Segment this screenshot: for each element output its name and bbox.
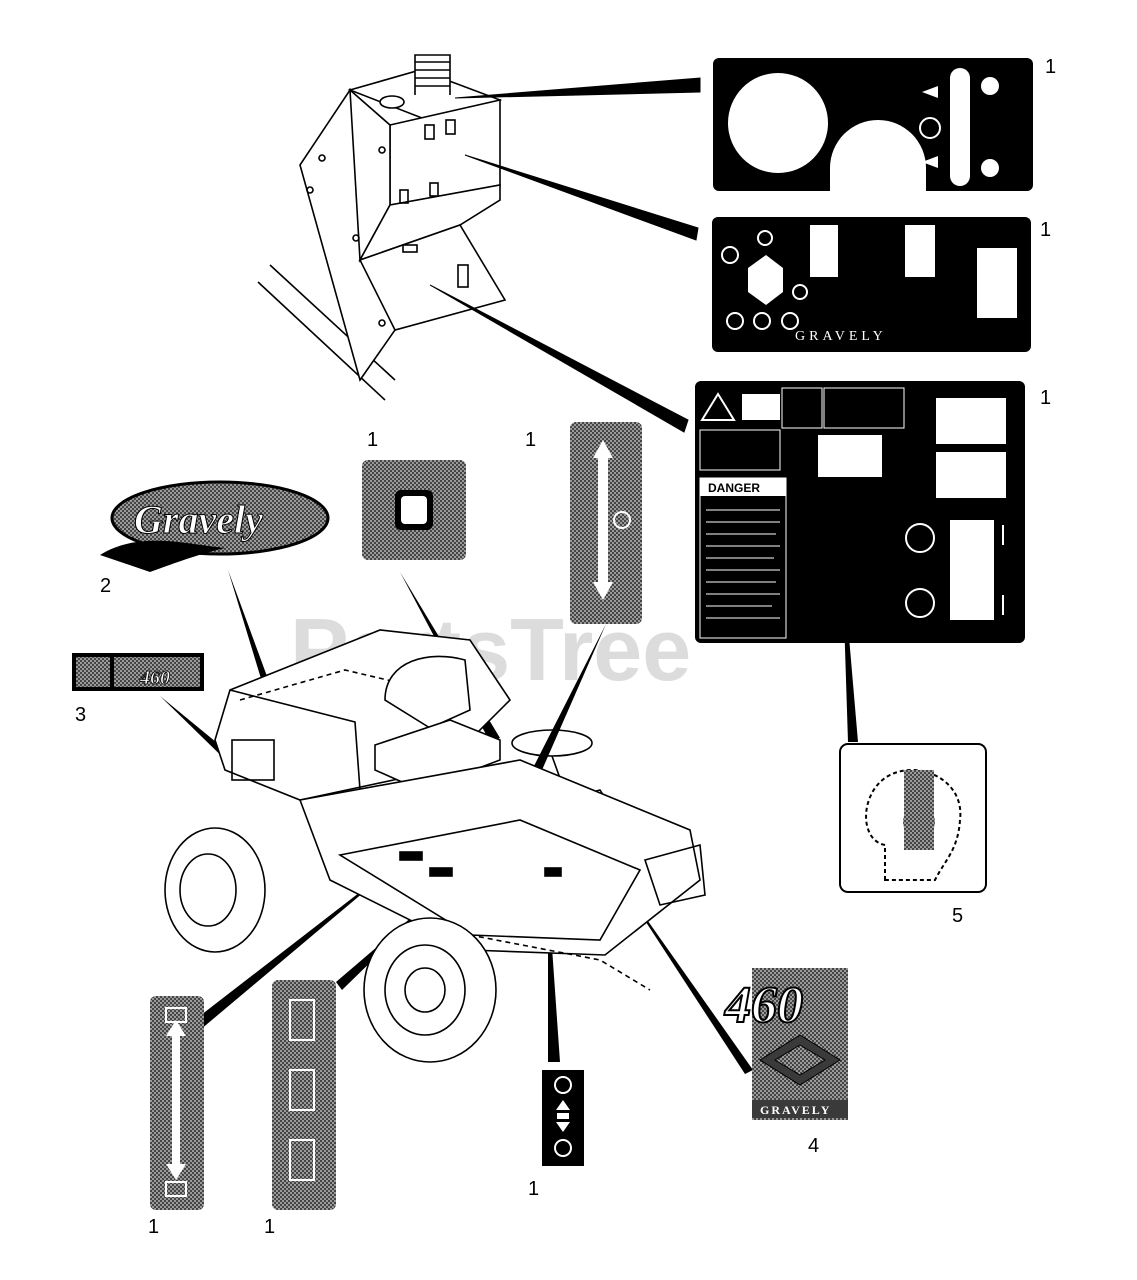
callout-decal-dash-top: 1 [1045, 56, 1056, 78]
decal-floor-small [542, 1070, 584, 1166]
callout-decal-safety-panel: 1 [1040, 387, 1051, 409]
leader-safety-to-hearing [842, 555, 858, 742]
model-badge-number: 460 [139, 667, 170, 689]
leader-lines-tower [429, 77, 701, 433]
decal-hearing [839, 743, 987, 893]
callout-decal-460-logo: 4 [808, 1135, 819, 1157]
decal-dash-top [713, 58, 1033, 191]
callout-decal-model-badge: 3 [75, 704, 86, 726]
decal-lever-strip [570, 422, 642, 624]
panel-brand-text: GRAVELY [795, 329, 887, 344]
logo-460-brand: GRAVELY [760, 1103, 831, 1117]
callout-decal-floor-strip-b: 1 [264, 1216, 275, 1238]
decal-floor-strip-a [150, 996, 204, 1210]
decal-model-badge: 460 [72, 653, 204, 691]
callout-decal-gravely-logo: 2 [100, 575, 111, 597]
decal-floor-strip-b [272, 980, 336, 1210]
mower-drawing [164, 629, 706, 1063]
callout-decal-lever-strip: 1 [525, 429, 536, 451]
gravely-logo-text: Gravely [134, 497, 263, 542]
decal-safety-panel: DANGER [695, 381, 1025, 643]
decal-seat-square [362, 460, 466, 560]
control-tower-drawing [257, 54, 507, 401]
decal-460-logo: 460 GRAVELY [723, 968, 848, 1120]
decal-dash-control: GRAVELY [712, 217, 1031, 352]
callout-decal-seat-square: 1 [367, 429, 378, 451]
callout-decal-dash-control: 1 [1040, 219, 1051, 241]
callout-decal-floor-small: 1 [528, 1178, 539, 1200]
danger-text: DANGER [708, 481, 760, 495]
decal-gravely-logo: Gravely [100, 480, 330, 572]
logo-460-number: 460 [724, 977, 803, 1034]
callout-decal-floor-strip-a: 1 [148, 1216, 159, 1238]
callout-decal-hearing: 5 [952, 905, 963, 927]
callout-numbers: 1 1 1 1 1 2 3 4 5 1 1 1 [75, 56, 1056, 1238]
